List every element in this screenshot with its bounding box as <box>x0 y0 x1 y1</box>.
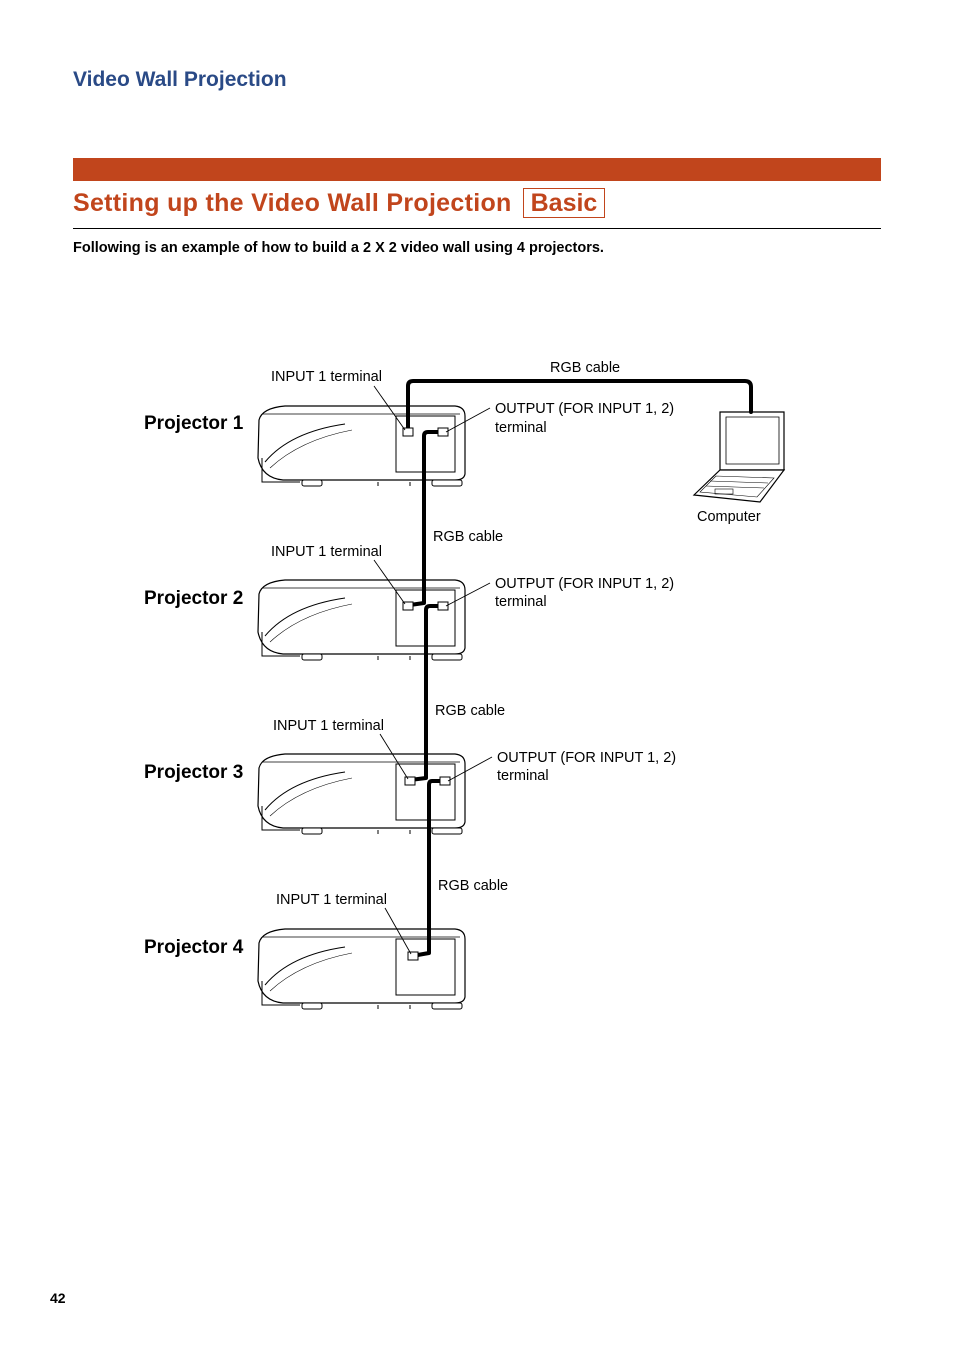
rgb-cable-label-2: RGB cable <box>435 703 505 719</box>
input-terminal-3 <box>404 776 416 786</box>
output-label-1-line2: terminal <box>495 420 547 436</box>
rgb-cable-1-to-2 <box>408 430 445 607</box>
output-label-1: OUTPUT (FOR INPUT 1, 2) <box>495 401 674 417</box>
rgb-cable-label-3: RGB cable <box>438 878 508 894</box>
output-label-2-line2: terminal <box>495 594 547 610</box>
projector-2-label: Projector 2 <box>144 588 243 609</box>
rgb-cable-label-computer: RGB cable <box>550 360 620 376</box>
basic-badge: Basic <box>522 188 606 218</box>
heading-title: Setting up the Video Wall Projection <box>73 188 512 217</box>
projector-1-label: Projector 1 <box>144 413 244 434</box>
projector-3-illustration <box>257 753 466 835</box>
page-heading: Setting up the Video Wall Projection Bas… <box>73 188 606 218</box>
rgb-cable-2-to-3 <box>408 604 445 782</box>
input-terminal-1 <box>402 427 414 437</box>
rgb-cable-computer <box>406 379 753 434</box>
output-label-3-line2: terminal <box>497 768 549 784</box>
output-label-3: OUTPUT (FOR INPUT 1, 2) <box>497 750 676 766</box>
input-label-3: INPUT 1 terminal <box>273 718 384 734</box>
rgb-cable-label-1: RGB cable <box>433 529 503 545</box>
intro-text: Following is an example of how to build … <box>73 240 604 256</box>
input-label-1: INPUT 1 terminal <box>271 369 382 385</box>
computer-label: Computer <box>697 509 761 525</box>
projector-2-illustration <box>257 579 466 661</box>
projector-4-illustration <box>257 928 466 1010</box>
output-terminal-3 <box>439 776 451 786</box>
input-label-4: INPUT 1 terminal <box>276 892 387 908</box>
projector-3-label: Projector 3 <box>144 762 243 783</box>
page-number: 42 <box>50 1290 66 1306</box>
output-terminal-2 <box>437 601 449 611</box>
output-label-2: OUTPUT (FOR INPUT 1, 2) <box>495 576 674 592</box>
input-terminal-2 <box>402 601 414 611</box>
section-title: Video Wall Projection <box>73 68 287 91</box>
computer-illustration <box>692 411 786 503</box>
header-bar <box>73 158 881 181</box>
input-label-2: INPUT 1 terminal <box>271 544 382 560</box>
heading-rule <box>73 228 881 229</box>
output-terminal-1 <box>437 427 449 437</box>
rgb-cable-3-to-4 <box>410 779 445 958</box>
projector-4-label: Projector 4 <box>144 937 244 958</box>
input-terminal-4 <box>407 951 419 961</box>
projector-1-illustration <box>257 405 466 487</box>
